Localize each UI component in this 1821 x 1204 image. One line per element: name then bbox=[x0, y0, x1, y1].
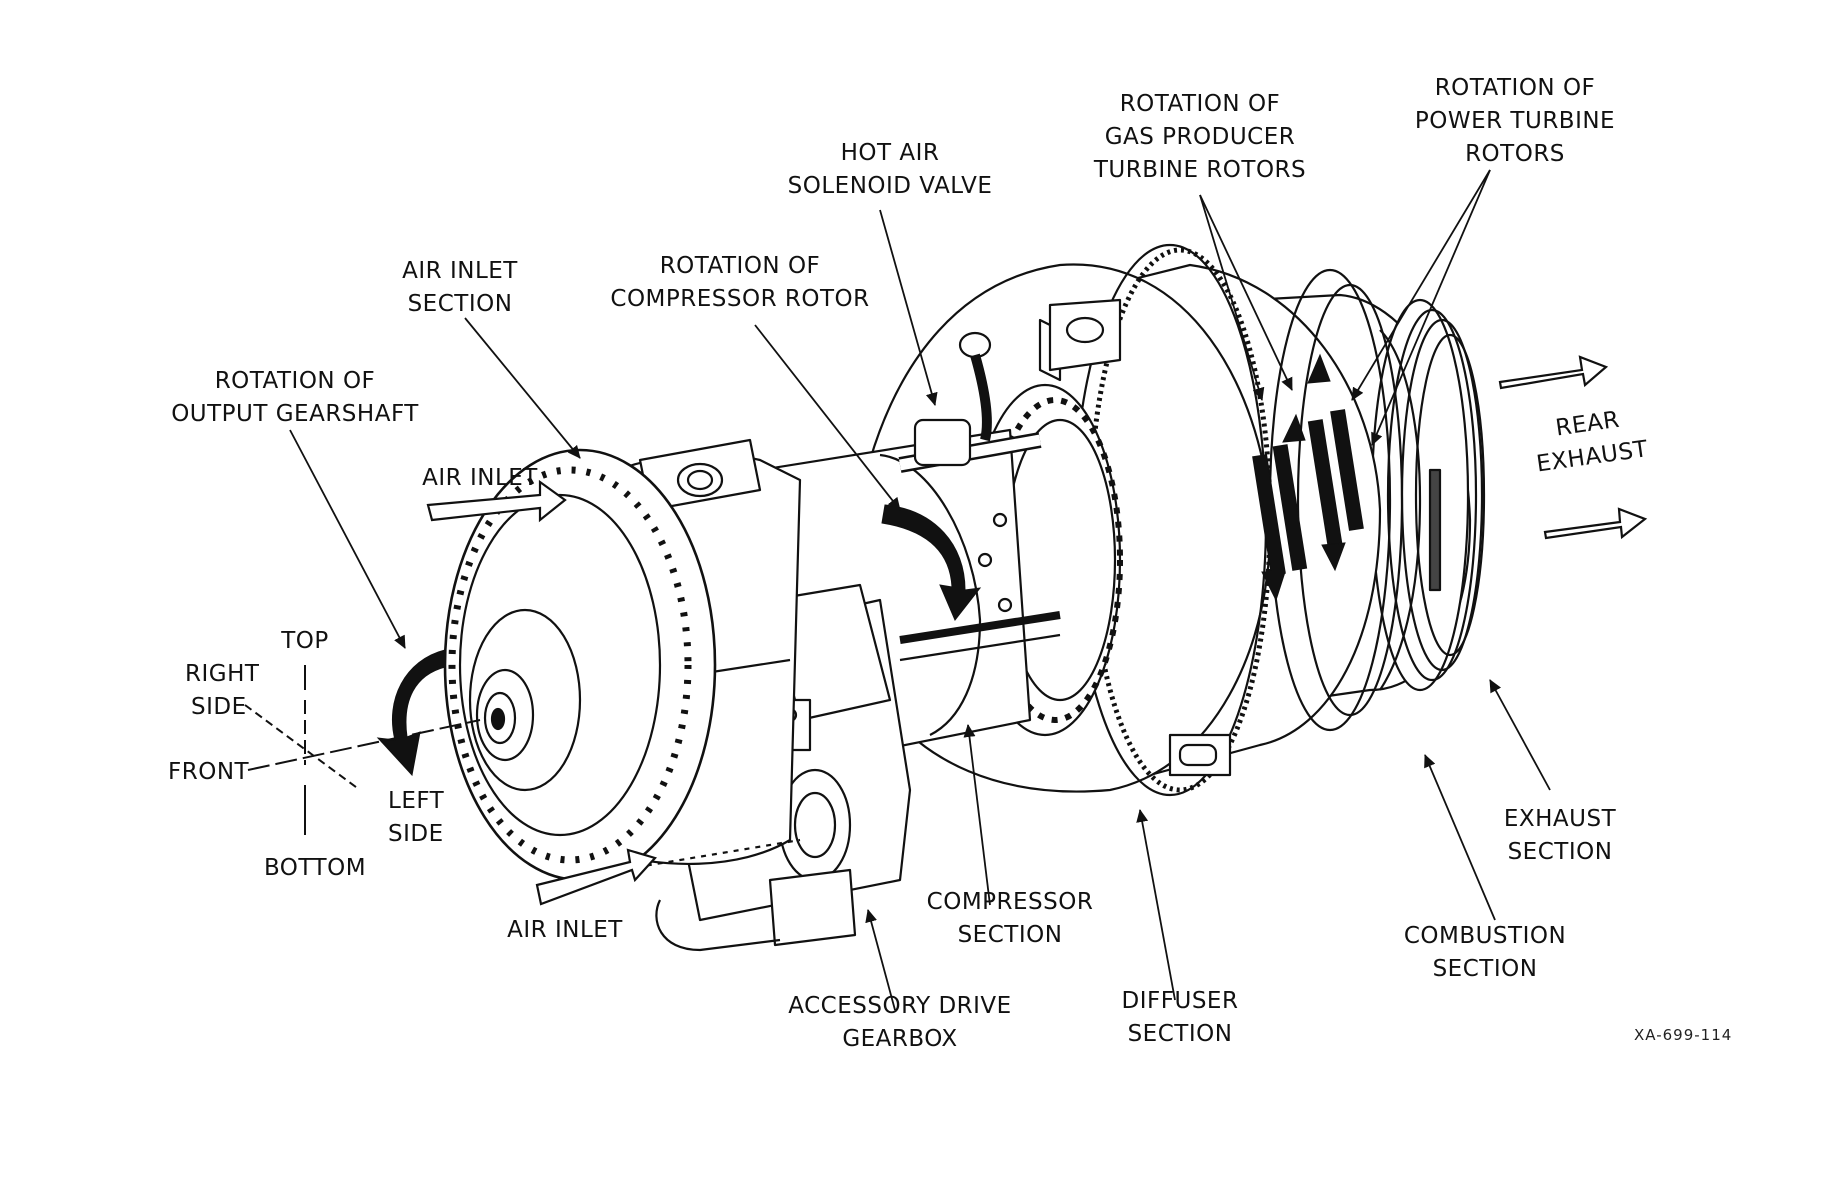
power-turbine-rotation-label: ROTATION OF POWER TURBINE ROTORS bbox=[1414, 75, 1616, 167]
axis-reference bbox=[244, 665, 481, 835]
combustion-section-label: COMBUSTION SECTION bbox=[1403, 923, 1567, 982]
flow-arrows bbox=[426, 355, 1648, 906]
hot-air-pipe-drawing bbox=[898, 331, 1042, 473]
figure-id: XA-699-114 bbox=[1634, 1026, 1733, 1044]
power-turbine-up-arrow bbox=[1307, 353, 1331, 384]
hot-air-solenoid-valve-label: HOT AIR SOLENOID VALVE bbox=[787, 140, 993, 199]
air-inlet-top-label: AIR INLET bbox=[422, 465, 538, 491]
axis-bottom-label: BOTTOM bbox=[263, 855, 367, 881]
gas-producer-down-arrow bbox=[1261, 571, 1286, 602]
output-gearshaft-rotation-label: ROTATION OF OUTPUT GEARSHAFT bbox=[171, 368, 419, 427]
rear-exhaust-arrow-top bbox=[1498, 355, 1609, 390]
compressor-rotor-rotation-arrow bbox=[881, 504, 982, 621]
front-cover-drawing bbox=[443, 448, 717, 882]
axis-top-label: TOP bbox=[281, 628, 329, 654]
compressor-rotor-rotation-label: ROTATION OF COMPRESSOR ROTOR bbox=[610, 253, 870, 312]
gas-producer-rotation-label: ROTATION OF GAS PRODUCER TURBINE ROTORS bbox=[1093, 91, 1307, 183]
rotation-arrows bbox=[376, 353, 1364, 777]
power-turbine-rotor-bar-2 bbox=[1330, 409, 1364, 531]
leader-lines bbox=[289, 169, 1551, 1011]
axis-left-side-label: LEFT SIDE bbox=[388, 788, 445, 847]
air-inlet-bottom-label: AIR INLET bbox=[507, 917, 623, 943]
power-turbine-down-arrow bbox=[1321, 542, 1346, 572]
air-inlet-bottom-arrow bbox=[535, 848, 657, 906]
air-inlet-top-arrow bbox=[426, 479, 567, 523]
accessory-drive-gearbox-label: ACCESSORY DRIVE GEARBOX bbox=[788, 993, 1012, 1052]
gas-producer-rotor-bar-2 bbox=[1272, 444, 1308, 571]
diffuser-section-label: DIFFUSER SECTION bbox=[1121, 988, 1239, 1047]
axis-front-label: FRONT bbox=[168, 759, 250, 785]
exhaust-section-label: EXHAUST SECTION bbox=[1503, 806, 1617, 865]
engine-body bbox=[443, 243, 1486, 952]
rear-exhaust-arrow-bottom bbox=[1543, 507, 1648, 540]
air-inlet-section-label: AIR INLET SECTION bbox=[402, 258, 518, 317]
gas-producer-up-arrow bbox=[1282, 413, 1306, 443]
output-gearshaft-rotation-arrow bbox=[376, 649, 446, 777]
axis-right-side-label: RIGHT SIDE bbox=[185, 661, 260, 720]
compressor-section-label: COMPRESSOR SECTION bbox=[926, 889, 1094, 948]
